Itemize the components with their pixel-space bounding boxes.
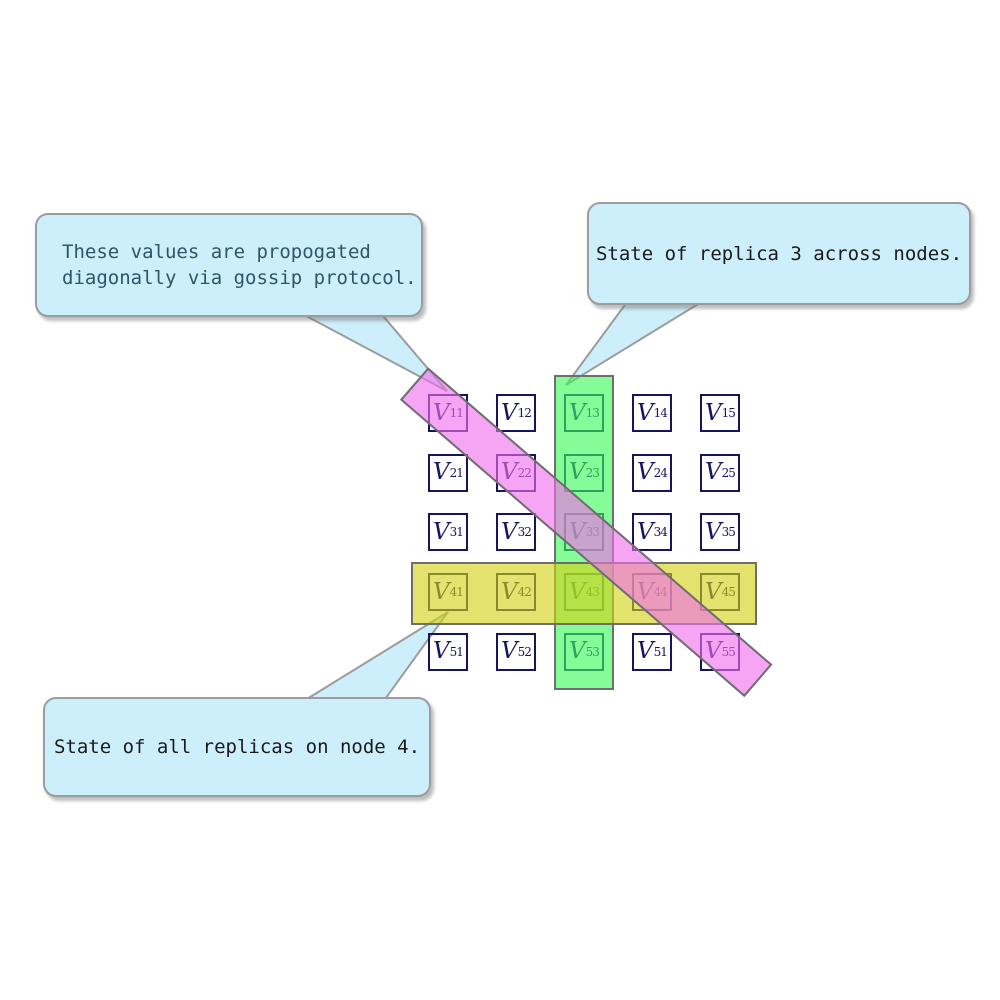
cell-subscript: 25 — [721, 465, 736, 480]
cell-symbol: V — [705, 459, 722, 486]
callout-replica3-text: State of replica 3 across nodes. — [595, 242, 963, 265]
callout-gossip-line2: diagonally via gossip protocol. — [62, 267, 417, 289]
callout-gossip: These values are propogated diagonally v… — [35, 213, 423, 317]
cell-symbol: V — [637, 399, 654, 426]
cell-subscript: 35 — [721, 525, 736, 540]
cell-symbol: V — [433, 638, 450, 665]
cell-subscript: 32 — [517, 525, 532, 540]
cell-symbol: V — [501, 638, 518, 665]
callout-replica-tail — [565, 297, 712, 386]
cell-subscript: 12 — [517, 406, 532, 420]
callout-node-tail — [298, 611, 449, 703]
cell-symbol: V — [705, 399, 722, 426]
cell-subscript: 52 — [517, 644, 532, 659]
cell-symbol: V — [705, 518, 722, 545]
cell-subscript: 14 — [653, 406, 668, 420]
cell-subscript: 51 — [653, 644, 668, 659]
cell-symbol: V — [637, 638, 654, 665]
cell-symbol: V — [501, 518, 518, 545]
cell-subscript: 51 — [449, 644, 464, 659]
cell-symbol: V — [637, 518, 654, 545]
cell-subscript: 31 — [449, 525, 464, 540]
callout-gossip-line1: These values are propogated — [62, 241, 371, 263]
cell-subscript: 34 — [653, 525, 668, 540]
cell-symbol: V — [433, 518, 450, 545]
cell-symbol: V — [637, 459, 654, 486]
callout-node4: State of all replicas on node 4. — [43, 697, 431, 797]
callout-replica3: State of replica 3 across nodes. — [587, 202, 971, 305]
cell-symbol: V — [501, 399, 518, 426]
cell-subscript: 15 — [721, 406, 736, 420]
cell-symbol: V — [433, 459, 450, 486]
callout-node4-text: State of all replicas on node 4. — [53, 736, 421, 758]
cell-subscript: 21 — [449, 465, 464, 480]
cell-subscript: 24 — [653, 465, 668, 480]
